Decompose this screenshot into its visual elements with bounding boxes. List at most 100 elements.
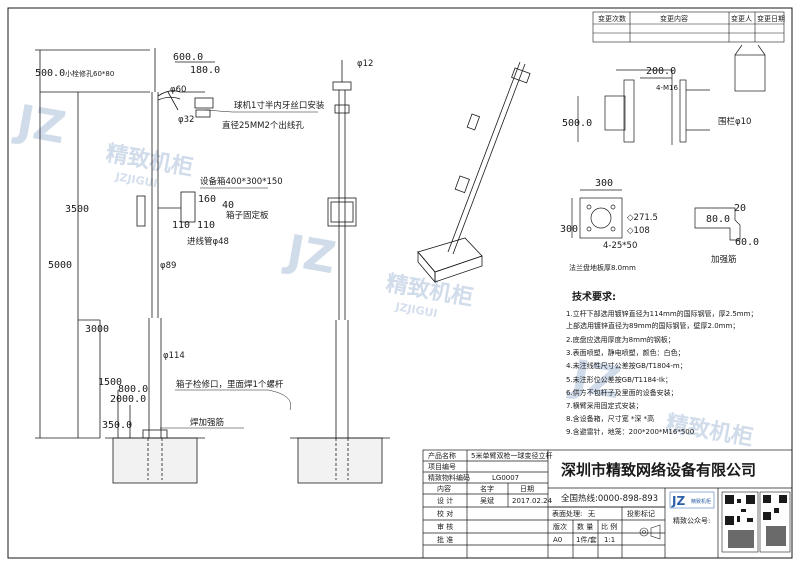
detail-rail: 围栏φ10 bbox=[718, 116, 751, 127]
dim-160: 160 bbox=[198, 194, 216, 205]
detail-300a: 300 bbox=[595, 178, 613, 189]
detail-200: 200.0 bbox=[646, 66, 676, 77]
dim-600: 600.0 bbox=[173, 52, 203, 63]
wechat-label: 精致公众号: bbox=[673, 516, 710, 525]
tb-material-no: LG0007 bbox=[492, 474, 519, 482]
detail-800: 80.0 bbox=[706, 214, 730, 225]
leader-lines bbox=[160, 109, 318, 429]
detail-rib: 加强筋 bbox=[711, 254, 737, 265]
sheet-border bbox=[7, 7, 793, 559]
tech-item: 9.含避雷针，地笼：200*200*M16*500 bbox=[566, 427, 694, 436]
tech-item: 5.未注形位公差按GB/T1184-Ik； bbox=[566, 375, 672, 384]
tb-designer: 吴斌 bbox=[480, 496, 494, 505]
detail-20: 20 bbox=[734, 203, 746, 214]
watermark-letters-3: JZ bbox=[565, 350, 624, 409]
dim-2000: 2000.0 bbox=[110, 394, 146, 405]
tb-scale: 1:1 bbox=[604, 536, 615, 544]
rev-header-count: 变更次数 bbox=[598, 14, 626, 23]
detail-500: 500.0 bbox=[562, 118, 592, 129]
company-name: 深圳市精致网络设备有限公司 bbox=[561, 461, 756, 479]
tech-item: 6.供方不包杆子及里面的设备安装； bbox=[566, 388, 678, 397]
tech-item: 8.含设备箱，尺寸宽 *深 *高 bbox=[566, 414, 654, 423]
tb-qty-label: 数 量 bbox=[577, 522, 593, 531]
tb-review-label: 审 核 bbox=[437, 522, 453, 531]
detail-flange bbox=[571, 189, 741, 241]
dim-5000: 5000 bbox=[48, 260, 72, 271]
dim-110b: 110 bbox=[197, 220, 215, 231]
logo-text: 精致机柜 bbox=[691, 498, 711, 505]
tb-surface-label: 表面处理: bbox=[552, 509, 582, 518]
tb-projection-label: 投影标记 bbox=[627, 509, 655, 518]
tb-proofread-label: 校 对 bbox=[437, 509, 453, 518]
detail-c2715: ◇271.5 bbox=[627, 213, 658, 223]
dim-500: 500.0 bbox=[35, 68, 65, 79]
dim-phi114: φ114 bbox=[163, 351, 185, 361]
revision-table bbox=[592, 11, 785, 43]
label-guard-top: 小栓修孔60*80 bbox=[65, 69, 114, 78]
label-wire-hole: 直径25MM2个出线孔 bbox=[222, 120, 304, 131]
tb-surface-value: 无 bbox=[588, 510, 595, 518]
tech-item: 7.横臂采用固定式安装； bbox=[566, 401, 643, 410]
dim-800: 800.0 bbox=[118, 384, 148, 395]
dim-phi12: φ12 bbox=[357, 59, 373, 69]
detail-300b: 300 bbox=[560, 224, 578, 235]
label-box-hole: 箱子检修口，里面焊1个螺杆 bbox=[176, 379, 284, 390]
tb-version: A0 bbox=[553, 536, 562, 544]
tb-version-label: 版次 bbox=[553, 522, 567, 531]
tb-design-date: 2017.02.24 bbox=[512, 497, 553, 505]
tb-qty: 1件/套 bbox=[576, 535, 597, 544]
logo-letters: JZ bbox=[671, 494, 685, 508]
tb-scale-label: 比 例 bbox=[601, 522, 617, 531]
side-view bbox=[290, 60, 390, 484]
dim-1500: 1500 bbox=[98, 377, 122, 388]
tech-item: 上部选用镀锌直径为89mm的国际钢管，壁厚2.0mm； bbox=[566, 321, 739, 330]
tech-item: 1.立杆下部选用镀锌直径为114mm的国际钢管，厚2.5mm； bbox=[566, 309, 757, 318]
hotline: 全国热线:0000-898-893 bbox=[561, 493, 658, 504]
watermark-letters-2: JZ bbox=[280, 225, 339, 284]
projection-symbol bbox=[639, 524, 661, 540]
detail-flange-note: 法兰盘地板厚8.0mm bbox=[569, 263, 636, 272]
detail-m16: 4-M16 bbox=[656, 84, 678, 92]
detail-holes: 4-25*50 bbox=[603, 241, 637, 251]
tb-project-no-label: 项目编号 bbox=[428, 462, 456, 471]
qr-code-2 bbox=[759, 491, 791, 553]
rev-header-content: 变更内容 bbox=[660, 14, 688, 23]
title-block-grid bbox=[422, 449, 793, 559]
tech-item: 4.未注线性尺寸公差按GB/T1804-m； bbox=[566, 361, 687, 370]
tb-design-label: 设 计 bbox=[437, 496, 453, 505]
tb-approve-label: 批 准 bbox=[437, 535, 453, 544]
tech-item: 3.表面喷塑，静电喷塑，颜色：白色； bbox=[566, 348, 685, 357]
tb-product-name: 5米单臂双枪一球变径立杆 bbox=[471, 451, 552, 460]
dim-180: 180.0 bbox=[190, 65, 220, 76]
detail-c108: ◇108 bbox=[627, 226, 650, 236]
rev-header-date: 变更日期 bbox=[757, 14, 785, 23]
tb-material-no-label: 精致物料编码 bbox=[428, 473, 470, 482]
dim-3500: 3500 bbox=[65, 204, 89, 215]
dim-110a: 110 bbox=[172, 220, 190, 231]
detail-bracket bbox=[577, 44, 766, 145]
detail-60: 60.0 bbox=[735, 237, 759, 248]
front-view bbox=[35, 48, 215, 484]
tech-item: 2.底盘应选用厚度为8mm的钢板； bbox=[566, 335, 675, 344]
tb-date-label: 日期 bbox=[520, 485, 534, 493]
tech-list: 1.立杆下部选用镀锌直径为114mm的国际钢管，厚2.5mm； 上部选用镀锌直径… bbox=[566, 309, 757, 436]
tb-content-label: 内容 bbox=[437, 484, 451, 493]
tb-product-name-label: 产品名称 bbox=[428, 451, 456, 460]
label-ball-camera: 球机1寸半内牙丝口安装 bbox=[234, 100, 325, 111]
tech-title: 技术要求: bbox=[572, 290, 616, 303]
label-weld: 焊加强筋 bbox=[190, 417, 224, 428]
label-box: 设备箱400*300*150 bbox=[200, 176, 283, 187]
label-box-plate: 箱子固定板 bbox=[226, 210, 269, 221]
dim-phi48: 进线管φ48 bbox=[187, 236, 229, 247]
tb-name-label: 名字 bbox=[480, 484, 494, 493]
dim-3000: 3000 bbox=[85, 324, 109, 335]
dim-phi89: φ89 bbox=[160, 261, 176, 271]
rev-header-person: 变更人 bbox=[731, 14, 752, 23]
perspective-view bbox=[417, 61, 531, 284]
company-logo: JZ 精致机柜 bbox=[669, 491, 715, 509]
dim-350: 350.0 bbox=[102, 420, 132, 431]
qr-code-1 bbox=[721, 491, 759, 553]
dim-phi60: φ60 bbox=[170, 85, 186, 95]
